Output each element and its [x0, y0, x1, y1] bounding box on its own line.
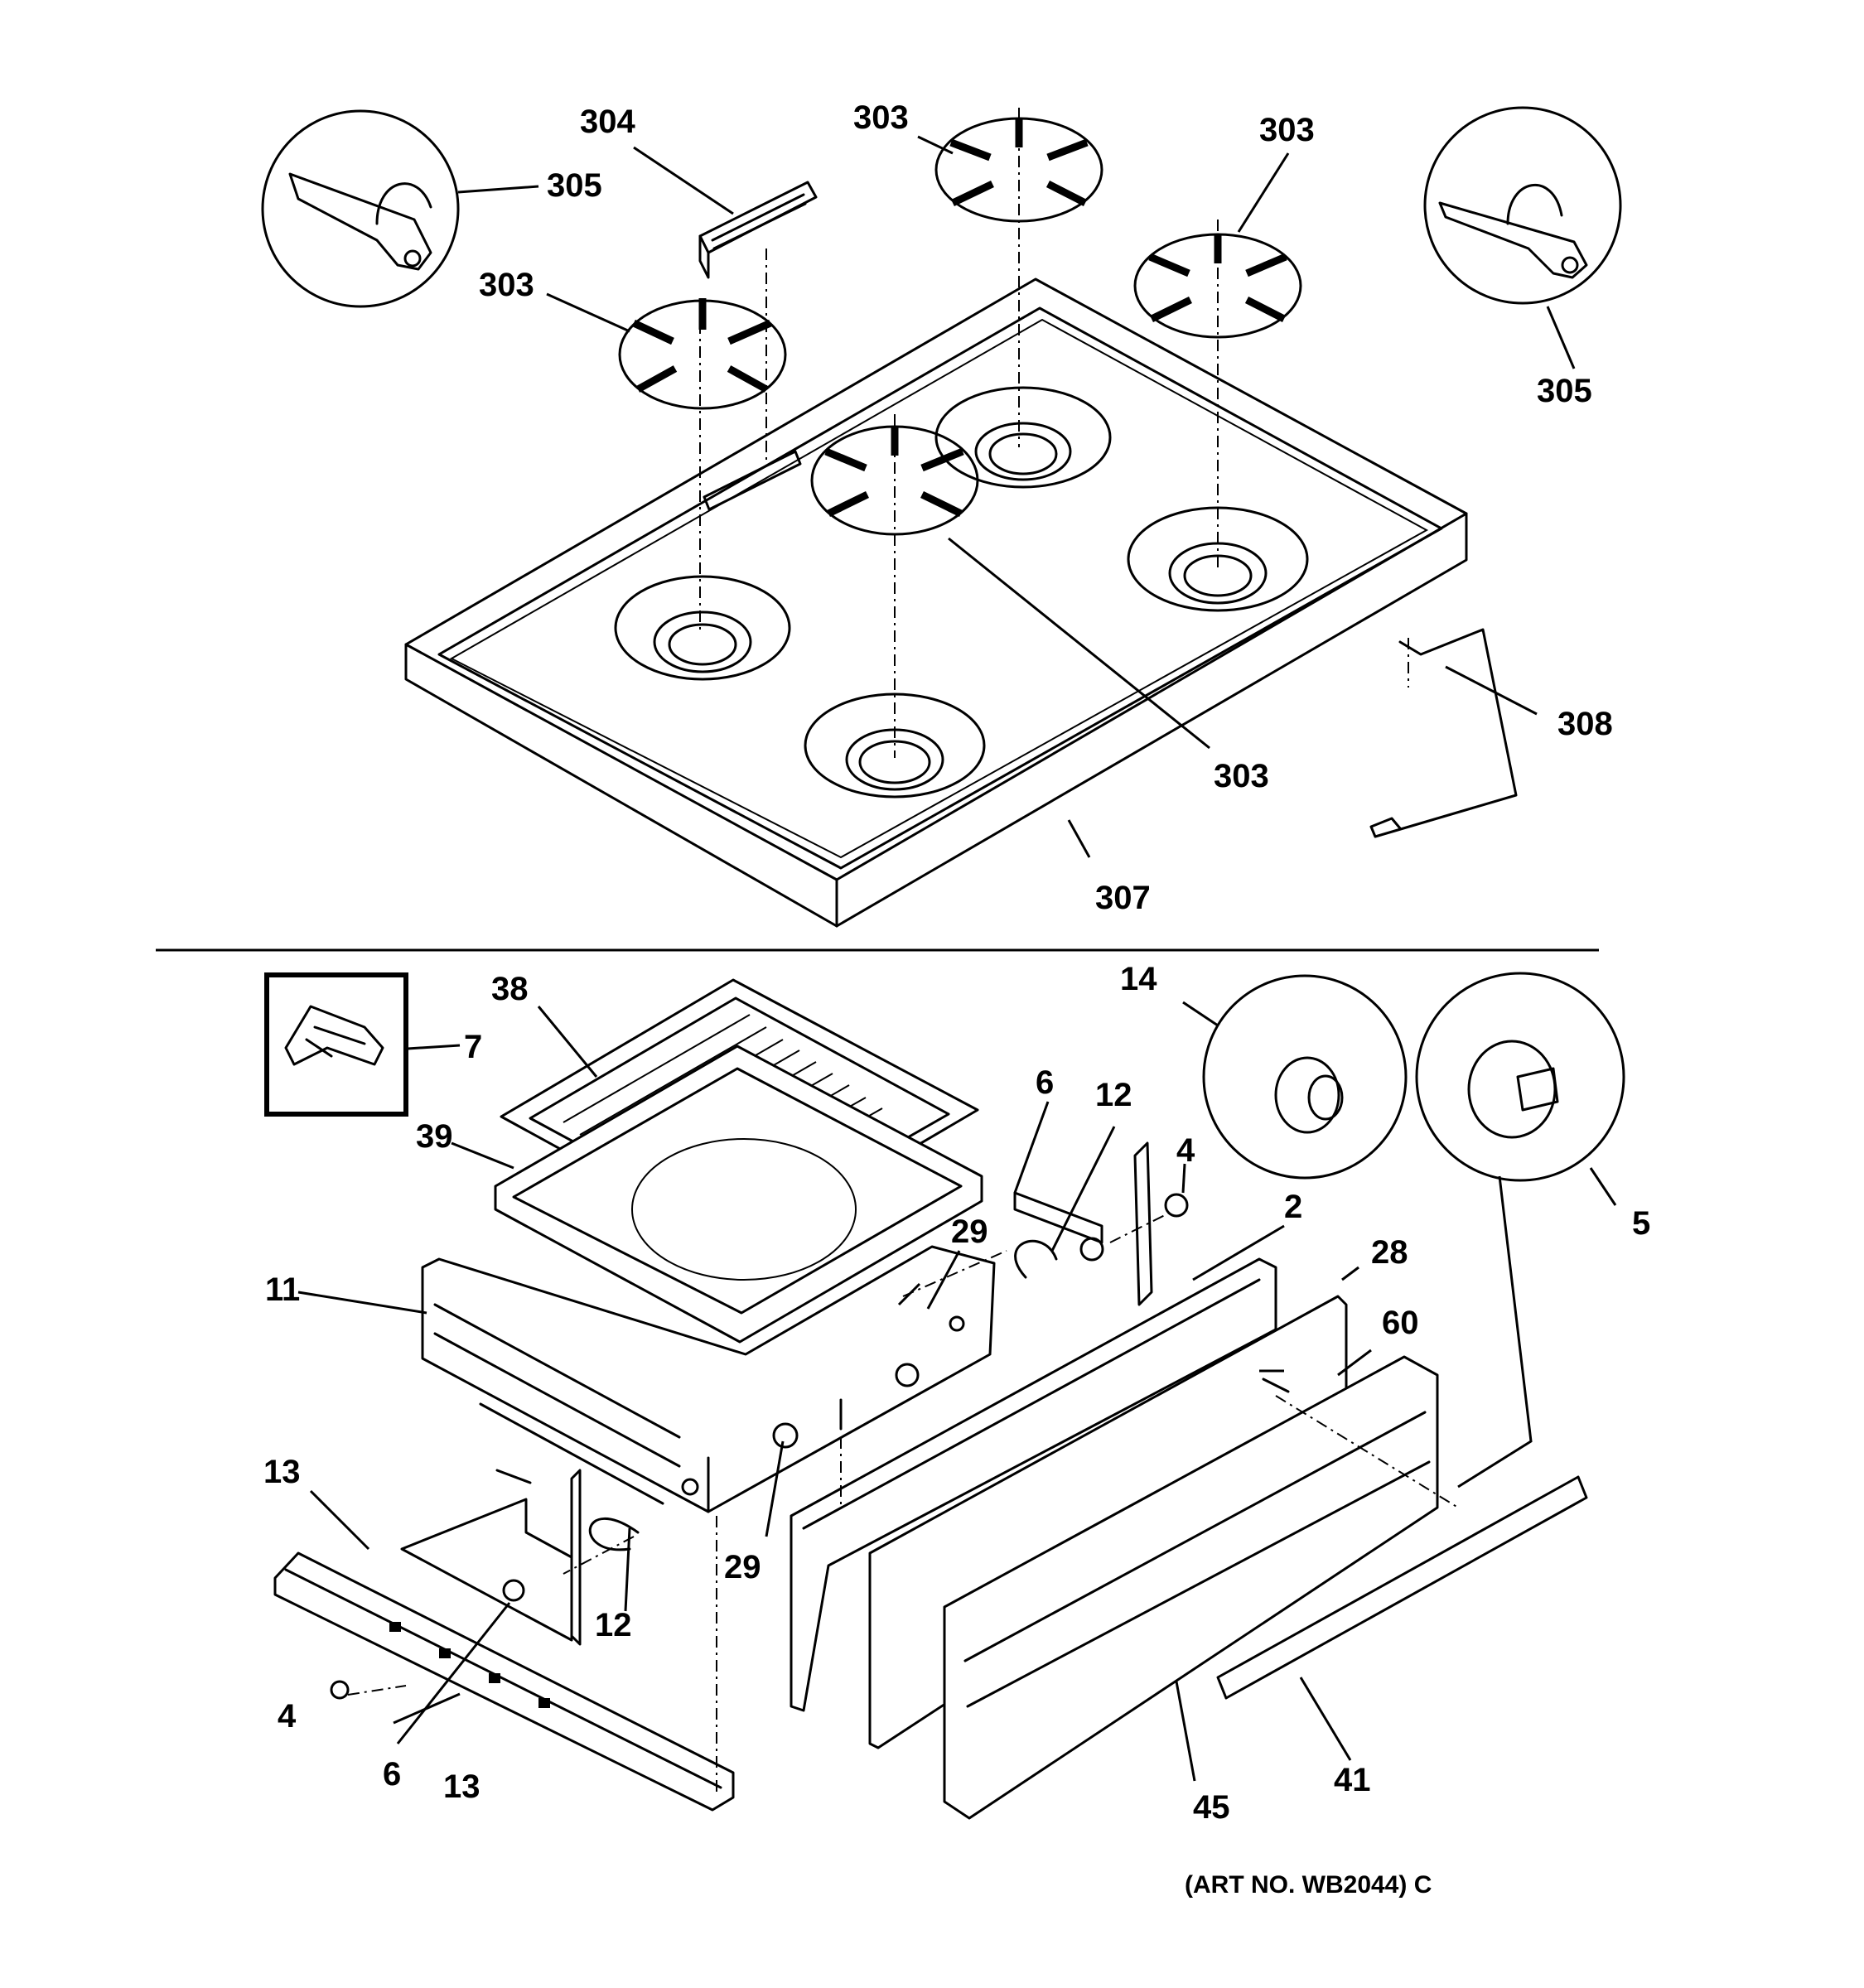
burner-bowl-rear [934, 386, 1112, 489]
label-303-left: 303 [479, 267, 534, 303]
label-38: 38 [491, 971, 529, 1007]
label-303-upper-right: 303 [1259, 112, 1315, 148]
broiler-assembly [264, 972, 1625, 1820]
broiler-tray-39 [494, 1045, 983, 1344]
grate-303-left [618, 298, 787, 410]
label-13-upper: 13 [263, 1454, 301, 1490]
label-304: 304 [580, 104, 635, 140]
broiler-body-11 [421, 1245, 996, 1513]
detail-5 [1415, 972, 1625, 1182]
detail-305-left [261, 109, 460, 308]
label-14: 14 [1120, 961, 1157, 997]
part-304-vent-trim [698, 181, 818, 279]
label-13-lower: 13 [443, 1768, 480, 1805]
label-39: 39 [416, 1118, 453, 1155]
label-305-right: 305 [1537, 373, 1592, 409]
drawer-slide-13 [273, 1551, 735, 1812]
grate-303-right [1133, 233, 1302, 339]
label-29-lower: 29 [724, 1549, 761, 1585]
grate-303-center [810, 425, 979, 536]
label-2: 2 [1284, 1189, 1302, 1225]
label-4-lower: 4 [278, 1698, 297, 1735]
drawer-frame-2 [790, 1257, 1277, 1712]
detail-14 [1202, 974, 1408, 1180]
cooktop-inner-rim [437, 306, 1443, 870]
side-bracket-right [1013, 1141, 1189, 1306]
label-60: 60 [1382, 1305, 1419, 1341]
cooktop-assembly [261, 106, 1622, 928]
art-number: (ART NO. WB2044) C [1185, 1871, 1432, 1899]
label-41: 41 [1334, 1762, 1371, 1798]
label-11: 11 [265, 1271, 300, 1308]
label-29-upper: 29 [951, 1214, 988, 1250]
label-4-upper: 4 [1176, 1132, 1195, 1169]
burner-bowl-left-front [614, 575, 791, 681]
part-labels: 304 303 303 303 303 305 305 307 308 38 3… [263, 99, 1650, 1899]
label-45: 45 [1193, 1789, 1230, 1826]
label-12-upper: 12 [1095, 1077, 1132, 1113]
drawer-trim-41 [1216, 1475, 1588, 1700]
label-6-upper: 6 [1036, 1064, 1054, 1101]
label-12-lower: 12 [595, 1607, 632, 1643]
label-308: 308 [1557, 706, 1613, 742]
label-28: 28 [1371, 1234, 1408, 1271]
side-bracket-left [400, 1469, 640, 1646]
drawer-front-45 [943, 1355, 1439, 1820]
label-305-left: 305 [547, 167, 602, 204]
label-303-top: 303 [853, 99, 909, 136]
label-7: 7 [464, 1029, 482, 1065]
label-303-center: 303 [1214, 758, 1269, 794]
detail-box-7 [264, 972, 408, 1117]
grate-303-rear [934, 117, 1103, 223]
label-6-lower: 6 [383, 1756, 401, 1793]
label-307: 307 [1095, 880, 1151, 916]
label-5: 5 [1632, 1205, 1650, 1242]
detail-305-right [1423, 106, 1622, 305]
part-308-wire-bracket [1369, 628, 1518, 838]
